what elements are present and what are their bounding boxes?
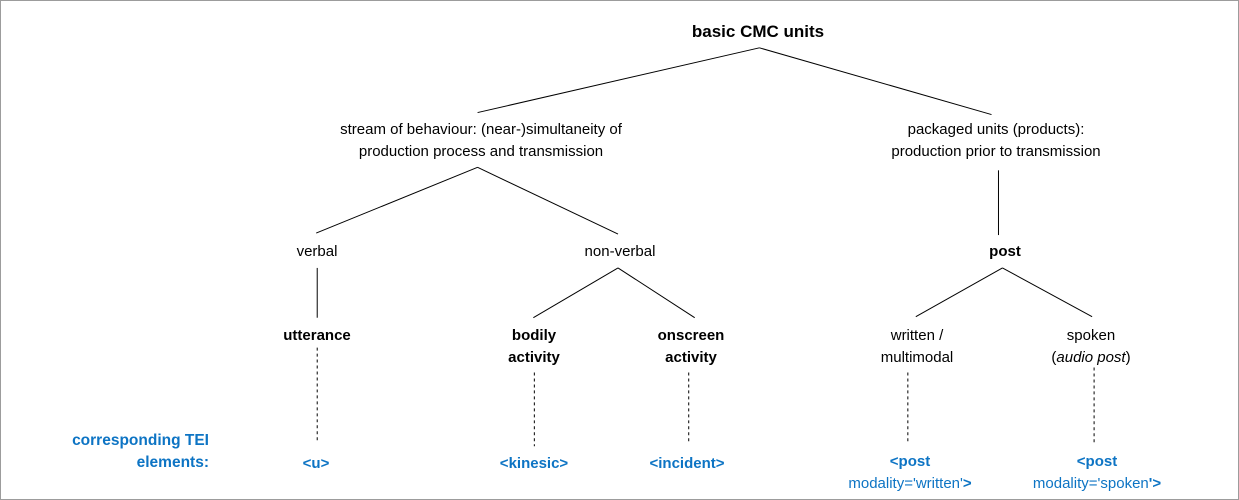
- tei-post-written-line1: <post: [889, 453, 931, 470]
- onscreen-line1: onscreen: [657, 327, 725, 344]
- spoken-paren-open: (: [1051, 349, 1057, 366]
- stream-line1: stream of behaviour: (near-)simultaneity…: [340, 121, 622, 138]
- tei-heading-line1: corresponding TEI: [72, 432, 209, 449]
- written-line2: multimodal: [880, 349, 954, 366]
- tei-post-written-close: >: [962, 475, 972, 492]
- node-written-multimodal: written / multimodal: [881, 325, 954, 369]
- edge-root-packaged: [759, 47, 992, 116]
- edge-root-stream: [477, 47, 760, 114]
- tei-heading: corresponding TEI elements:: [29, 430, 209, 474]
- root-label: basic CMC units: [691, 22, 825, 41]
- post-label: post: [989, 243, 1021, 260]
- tei-element-incident: <incident>: [649, 453, 724, 475]
- edge-nonverbal-onscreen: [617, 267, 695, 319]
- written-line1: written /: [890, 327, 944, 344]
- node-packaged-units: packaged units (products): production pr…: [891, 119, 1100, 163]
- node-basic-cmc-units: basic CMC units: [692, 21, 824, 42]
- packaged-line1: packaged units (products):: [907, 121, 1085, 138]
- spoken-line1: spoken: [1066, 327, 1116, 344]
- node-onscreen-activity: onscreen activity: [658, 325, 725, 369]
- tei-kinesic-label: <kinesic>: [499, 455, 569, 472]
- spoken-line2: (audio post): [1051, 347, 1130, 369]
- tei-u-label: <u>: [302, 455, 330, 472]
- edge-post-spoken: [1002, 267, 1093, 318]
- tei-post-spoken-attr: modality='spoken: [1032, 475, 1149, 492]
- tei-element-u: <u>: [303, 453, 330, 475]
- onscreen-line2: activity: [665, 349, 717, 366]
- tei-post-spoken-line1: <post: [1076, 453, 1118, 470]
- bodily-line1: bodily: [511, 327, 557, 344]
- tei-element-post-written: <post modality='written'>: [848, 451, 971, 495]
- edge-stream-nonverbal: [477, 166, 619, 235]
- node-verbal: verbal: [297, 241, 338, 263]
- edge-stream-verbal: [316, 166, 478, 234]
- spoken-italic: audio post: [1056, 349, 1126, 366]
- tei-post-spoken-close: '>: [1148, 475, 1162, 492]
- node-post: post: [989, 241, 1021, 263]
- packaged-line2: production prior to transmission: [891, 143, 1101, 160]
- node-non-verbal: non-verbal: [585, 241, 656, 263]
- utterance-label: utterance: [283, 327, 351, 344]
- stream-line2: production process and transmission: [358, 143, 604, 160]
- spoken-paren-close: ): [1125, 349, 1131, 366]
- node-utterance: utterance: [283, 325, 351, 347]
- bodily-line2: activity: [508, 349, 560, 366]
- tei-post-spoken-line2: modality='spoken'>: [1033, 473, 1161, 495]
- node-spoken-audio-post: spoken (audio post): [1051, 325, 1130, 369]
- node-bodily-activity: bodily activity: [508, 325, 560, 369]
- tei-incident-label: <incident>: [649, 455, 725, 472]
- tei-post-written-line2: modality='written'>: [848, 473, 971, 495]
- tei-element-kinesic: <kinesic>: [500, 453, 568, 475]
- edge-nonverbal-bodily: [533, 267, 619, 319]
- verbal-label: verbal: [296, 243, 338, 260]
- non-verbal-label: non-verbal: [584, 243, 656, 260]
- tei-post-written-attr: modality='written': [848, 475, 963, 492]
- tei-heading-line2: elements:: [136, 454, 209, 471]
- node-stream-of-behaviour: stream of behaviour: (near-)simultaneity…: [340, 119, 622, 163]
- tei-element-post-spoken: <post modality='spoken'>: [1033, 451, 1161, 495]
- edge-post-written: [915, 267, 1003, 318]
